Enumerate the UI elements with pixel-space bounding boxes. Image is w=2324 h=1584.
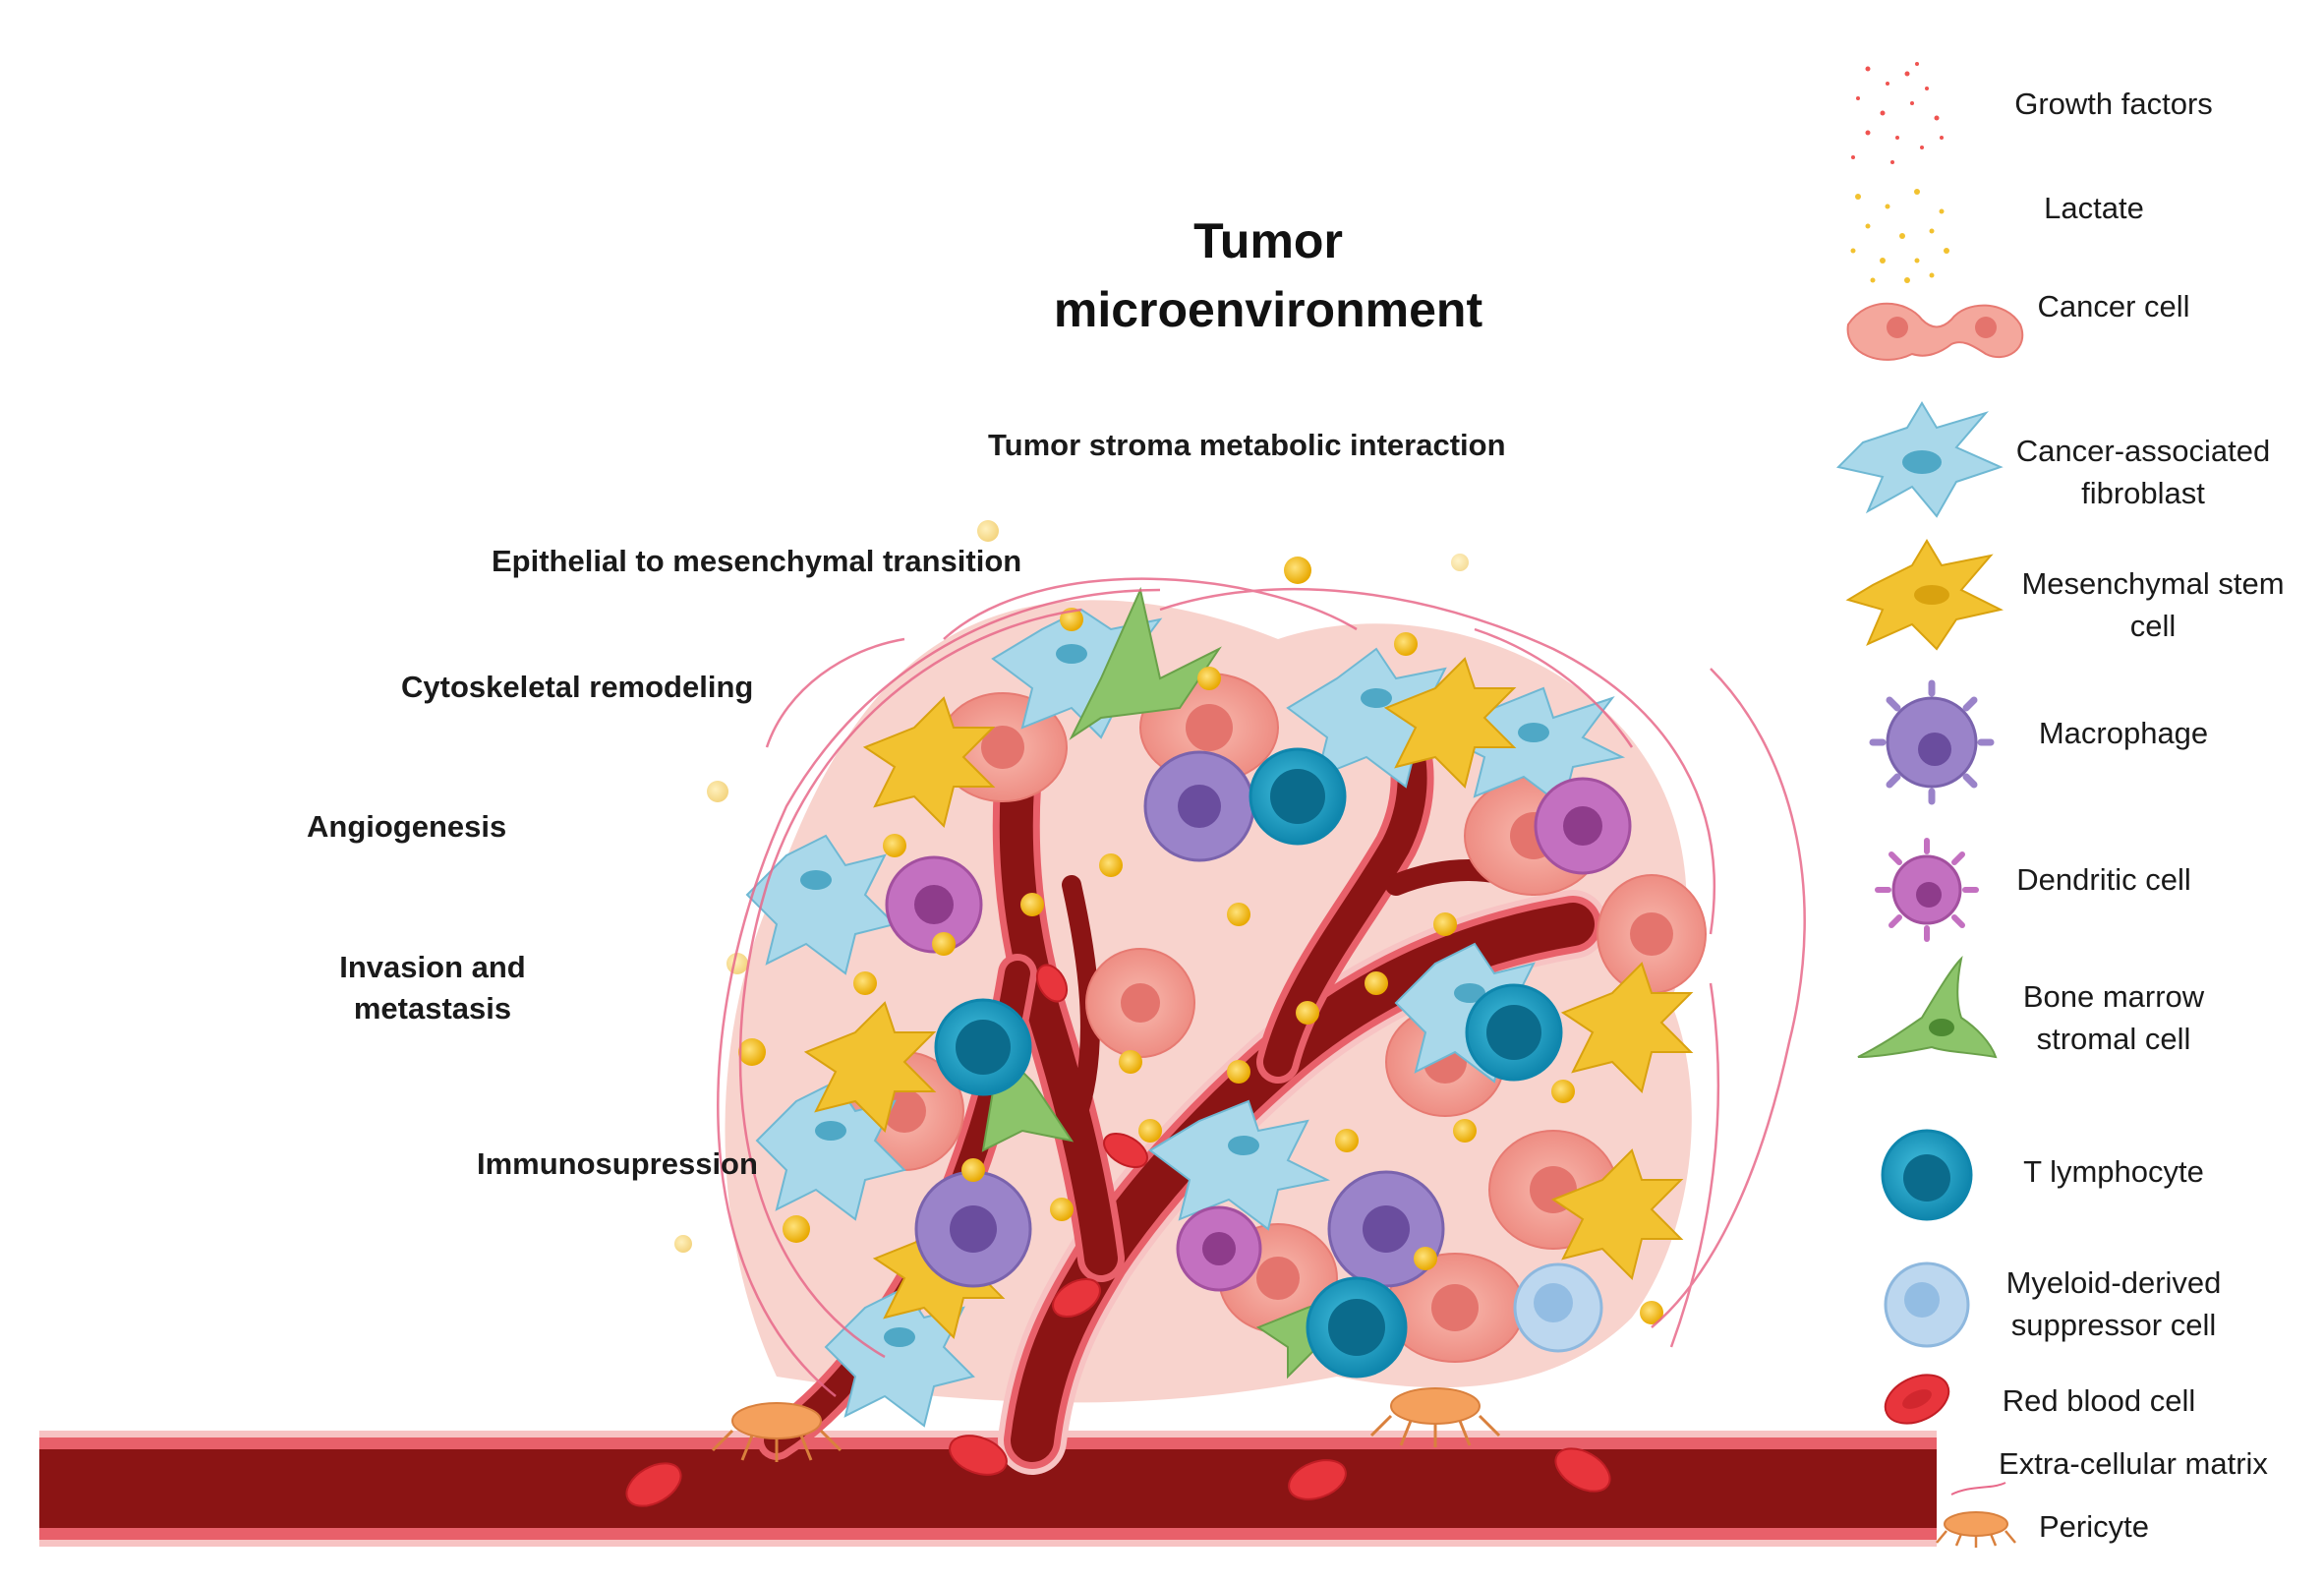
msc-cell: [1560, 962, 1694, 1093]
lactate-icon: [1850, 189, 1949, 283]
diagram-title: Tumor microenvironment: [983, 206, 1553, 344]
rbc: [1103, 1132, 1148, 1169]
t-lymphocyte-cell: [1465, 983, 1563, 1082]
fibroblast-icon: [1836, 401, 2004, 518]
macrophage-cell: [1143, 750, 1255, 862]
legend-label-msc: Mesenchymal stem cell: [1996, 562, 2310, 647]
label-invasion-metastasis: Invasion and metastasis: [295, 947, 570, 1029]
label-emt: Epithelial to mesenchymal transition: [492, 544, 1022, 578]
legend-label-mdsc-line-2: suppressor cell: [2010, 1308, 2217, 1342]
rbc: [949, 1435, 1008, 1476]
dendritic-cell: [885, 855, 983, 954]
rbc: [1554, 1447, 1611, 1493]
title-line-1: Tumor: [1193, 213, 1343, 268]
fibroblast-cell: [745, 834, 897, 975]
pericyte-cell: [1369, 1387, 1501, 1447]
title-line-2: microenvironment: [1053, 282, 1483, 337]
dendritic-cell: [1534, 777, 1632, 875]
label-immunosupression: Immunosupression: [477, 1146, 758, 1181]
rbc: [1035, 964, 1069, 1003]
t-lymphocyte-cell: [934, 998, 1032, 1096]
label-metabolic-interaction: Tumor stroma metabolic interaction: [988, 428, 1506, 462]
legend-label-pericyte: Pericyte: [2039, 1509, 2149, 1544]
legend-label-macrophage: Macrophage: [2038, 716, 2209, 750]
t-lymphocyte-icon: [1881, 1129, 1973, 1221]
fibroblast-cell: [755, 1080, 906, 1221]
pericyte-icon: [1936, 1511, 2016, 1548]
rbc: [1288, 1459, 1347, 1500]
t-lymphocytes: [934, 747, 1563, 1379]
bmsc-cell: [1069, 586, 1222, 740]
cancer-cell: [1597, 874, 1707, 994]
legend-label-mdsc: Myeloid-derived suppressor cell: [1986, 1261, 2241, 1346]
label-invasion-line-1: Invasion and: [339, 950, 526, 984]
extracellular-matrix-fibers: [717, 577, 1806, 1397]
legend-label-dendritic-cell: Dendritic cell: [2016, 862, 2191, 897]
legend-label-msc-line-1: Mesenchymal stem: [2021, 566, 2285, 601]
mdsc: [1513, 1262, 1603, 1353]
msc-cell: [1550, 1148, 1684, 1280]
legend-label-lactate: Lactate: [2044, 191, 2144, 225]
msc-cell: [803, 1001, 937, 1133]
rbc: [625, 1462, 682, 1507]
legend-label-bmsc-line-2: stromal cell: [2036, 1022, 2191, 1056]
label-invasion-line-2: metastasis: [353, 991, 512, 1026]
t-lymphocyte-cell: [1249, 747, 1347, 846]
legend-icons: [1836, 62, 2024, 1548]
label-angiogenesis: Angiogenesis: [307, 809, 507, 844]
legend-label-cancer-cell: Cancer cell: [2037, 289, 2190, 323]
macrophage-cell: [914, 1170, 1032, 1288]
pericytes: [711, 1387, 1501, 1462]
dendritic-cells: [885, 777, 1632, 1292]
legend-label-growth-factors: Growth factors: [2014, 87, 2213, 121]
legend-label-t-lymphocyte: T lymphocyte: [2023, 1154, 2204, 1189]
fibroblast-cell: [1148, 1099, 1331, 1231]
rbc: [1052, 1278, 1101, 1318]
red-blood-cells: [625, 964, 1611, 1507]
t-lymphocyte-cell: [1306, 1276, 1408, 1379]
legend-label-caf-line-2: fibroblast: [2081, 476, 2205, 510]
legend-label-caf: Cancer-associated fibroblast: [1996, 430, 2291, 514]
dendritic-cell-icon: [1875, 838, 1979, 942]
label-cytoskeletal-remodeling: Cytoskeletal remodeling: [401, 670, 754, 704]
legend-label-rbc: Red blood cell: [2002, 1383, 2196, 1418]
legend-label-ecm: Extra-cellular matrix: [1999, 1446, 2268, 1481]
legend-label-bmsc: Bone marrow stromal cell: [1986, 975, 2241, 1060]
cancer-cell-icon: [1846, 302, 2024, 361]
legend-label-msc-line-2: cell: [2129, 609, 2177, 643]
ecm-icon: [1950, 1482, 2006, 1496]
cancer-cell: [1085, 948, 1195, 1058]
legend-label-bmsc-line-1: Bone marrow: [2022, 979, 2205, 1014]
msc-cell: [1383, 657, 1517, 789]
dendritic-cell: [1176, 1205, 1262, 1292]
fibroblast-cell: [824, 1286, 975, 1428]
mdsc-icon: [1884, 1261, 1970, 1348]
cancer-associated-fibroblasts: [745, 608, 1626, 1428]
growth-factors-icon: [1851, 62, 1944, 164]
fibroblast-cell: [1442, 686, 1626, 808]
msc-cell: [862, 696, 996, 828]
pericyte-cell: [711, 1402, 842, 1462]
lactate-dots: [674, 520, 1663, 1324]
rbc-icon: [1884, 1374, 1950, 1425]
msc-icon: [1845, 539, 2004, 651]
legend-label-caf-line-1: Cancer-associated: [2015, 434, 2271, 468]
legend-label-mdsc-line-1: Myeloid-derived: [2005, 1265, 2222, 1300]
macrophage-icon: [1869, 679, 1995, 805]
bmsc-icon: [1857, 955, 1998, 1059]
